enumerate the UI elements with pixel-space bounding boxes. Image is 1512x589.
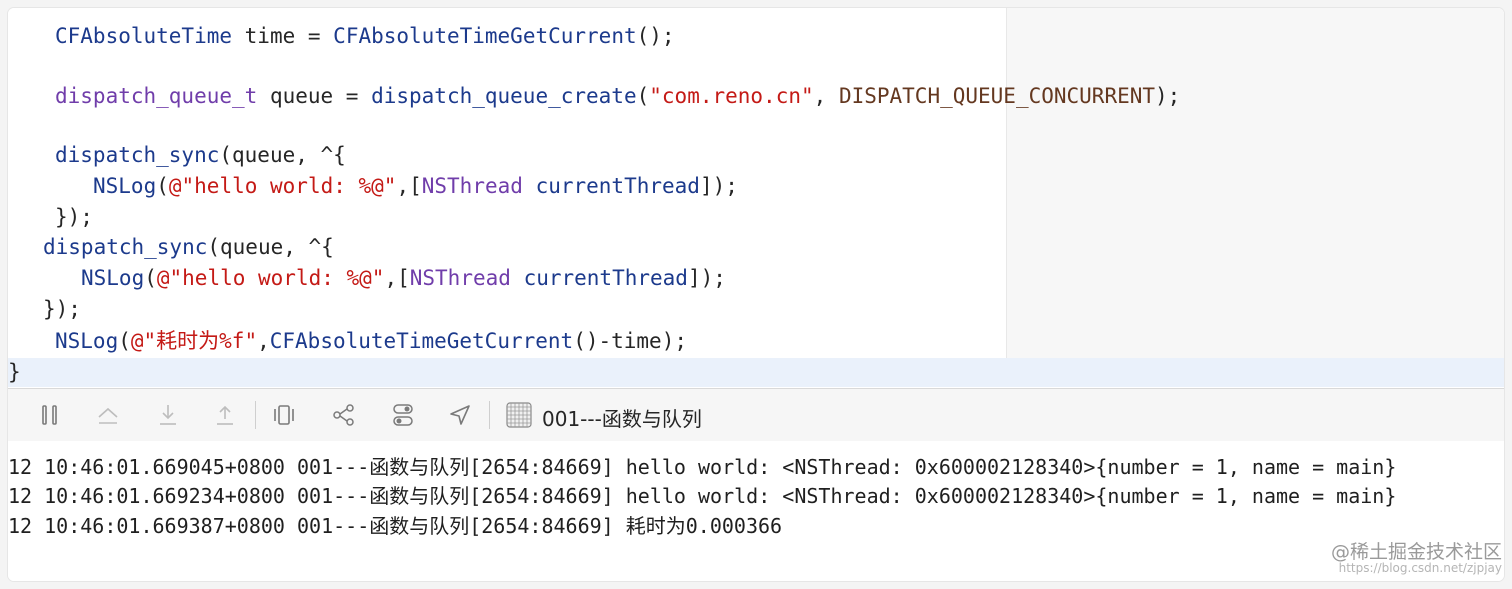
token: ( — [156, 174, 169, 198]
step-into-button[interactable] — [154, 401, 182, 429]
code-line-2: dispatch_queue_t queue = dispatch_queue_… — [55, 82, 1180, 110]
environment-overrides-button[interactable] — [389, 401, 417, 429]
token: NSThread — [421, 174, 523, 198]
token: DISPATCH_QUEUE_CONCURRENT — [838, 84, 1156, 108]
pause-icon — [42, 405, 57, 425]
step-over-button[interactable] — [94, 401, 122, 429]
memory-graph-button[interactable] — [330, 401, 358, 429]
token: @"hello world: %@" — [156, 266, 385, 290]
token: time = — [232, 24, 334, 48]
target-icon — [506, 402, 532, 428]
code-editor[interactable]: CFAbsoluteTime time = CFAbsoluteTimeGetC… — [8, 8, 1504, 388]
console-line: 12 10:46:01.669387+0800 001---函数与队列[2654… — [8, 514, 783, 538]
debug-toolbar: 001---函数与队列 — [8, 388, 1504, 442]
token: NSLog — [93, 174, 157, 198]
environment-icon — [393, 404, 413, 426]
token: @"耗时为%f" — [130, 329, 258, 353]
token: NSLog — [55, 329, 119, 353]
token: , — [813, 84, 839, 108]
view-hierarchy-icon — [274, 405, 294, 425]
token: (); — [636, 24, 675, 48]
token: dispatch_queue_t — [55, 84, 258, 108]
target-selector[interactable] — [505, 401, 533, 429]
token: ()-time); — [573, 329, 687, 353]
token: , — [257, 329, 270, 353]
token: ]); — [687, 266, 726, 290]
xcode-window: CFAbsoluteTime time = CFAbsoluteTimeGetC… — [8, 8, 1504, 581]
code-line-3: dispatch_sync(queue, ^{ — [55, 141, 346, 169]
pause-button[interactable] — [36, 401, 64, 429]
console-line: 12 10:46:01.669045+0800 001---函数与队列[2654… — [8, 455, 1397, 479]
simulate-location-button[interactable] — [446, 401, 474, 429]
code-line-4: NSLog(@"hello world: %@",[NSThread curre… — [93, 172, 738, 200]
current-line-highlight — [8, 358, 1504, 387]
token: CFAbsoluteTimeGetCurrent — [333, 24, 637, 48]
token: ( — [118, 329, 131, 353]
token: ,[ — [384, 266, 410, 290]
token: ]); — [699, 174, 738, 198]
token: @"hello world: %@" — [168, 174, 397, 198]
target-name[interactable]: 001---函数与队列 — [542, 407, 702, 431]
watermark-url: https://blog.csdn.net/zjpjay — [1338, 561, 1502, 575]
token — [523, 174, 536, 198]
token — [511, 266, 524, 290]
token: ); — [1155, 84, 1181, 108]
memory-graph-icon — [333, 404, 354, 426]
token: (queue, ^{ — [219, 143, 346, 167]
code-line-9: NSLog(@"耗时为%f",CFAbsoluteTimeGetCurrent(… — [55, 327, 687, 355]
token: dispatch_queue_create — [371, 84, 637, 108]
token: currentThread — [523, 266, 688, 290]
code-line-1: CFAbsoluteTime time = CFAbsoluteTimeGetC… — [55, 22, 675, 50]
toolbar-divider — [255, 401, 256, 429]
token: NSLog — [81, 266, 145, 290]
step-over-icon — [98, 407, 118, 424]
token: CFAbsoluteTime — [55, 24, 233, 48]
token: ,[ — [396, 174, 422, 198]
code-line-5: }); — [55, 205, 93, 229]
toolbar-divider — [489, 401, 490, 429]
code-line-10: } — [8, 360, 21, 384]
step-out-icon — [217, 405, 233, 425]
step-into-icon — [160, 405, 176, 425]
token: ( — [144, 266, 157, 290]
token: (queue, ^{ — [207, 235, 334, 259]
step-out-button[interactable] — [211, 401, 239, 429]
view-hierarchy-button[interactable] — [270, 401, 298, 429]
console-line: 12 10:46:01.669234+0800 001---函数与队列[2654… — [8, 484, 1397, 508]
token: dispatch_sync — [43, 235, 208, 259]
token: queue = — [257, 84, 372, 108]
code-line-6: dispatch_sync(queue, ^{ — [43, 233, 334, 261]
token: dispatch_sync — [55, 143, 220, 167]
token: currentThread — [535, 174, 700, 198]
editor-minimap-area — [1006, 8, 1504, 358]
code-line-7: NSLog(@"hello world: %@",[NSThread curre… — [81, 264, 726, 292]
token: NSThread — [409, 266, 511, 290]
token: CFAbsoluteTimeGetCurrent — [269, 329, 574, 353]
location-icon — [450, 405, 470, 425]
token: "com.reno.cn" — [649, 84, 814, 108]
watermark: @稀土掘金技术社区 — [1330, 541, 1502, 563]
code-line-8: }); — [43, 297, 81, 321]
token: ( — [636, 84, 650, 108]
debug-console[interactable]: 12 10:46:01.669045+0800 001---函数与队列[2654… — [8, 441, 1504, 581]
